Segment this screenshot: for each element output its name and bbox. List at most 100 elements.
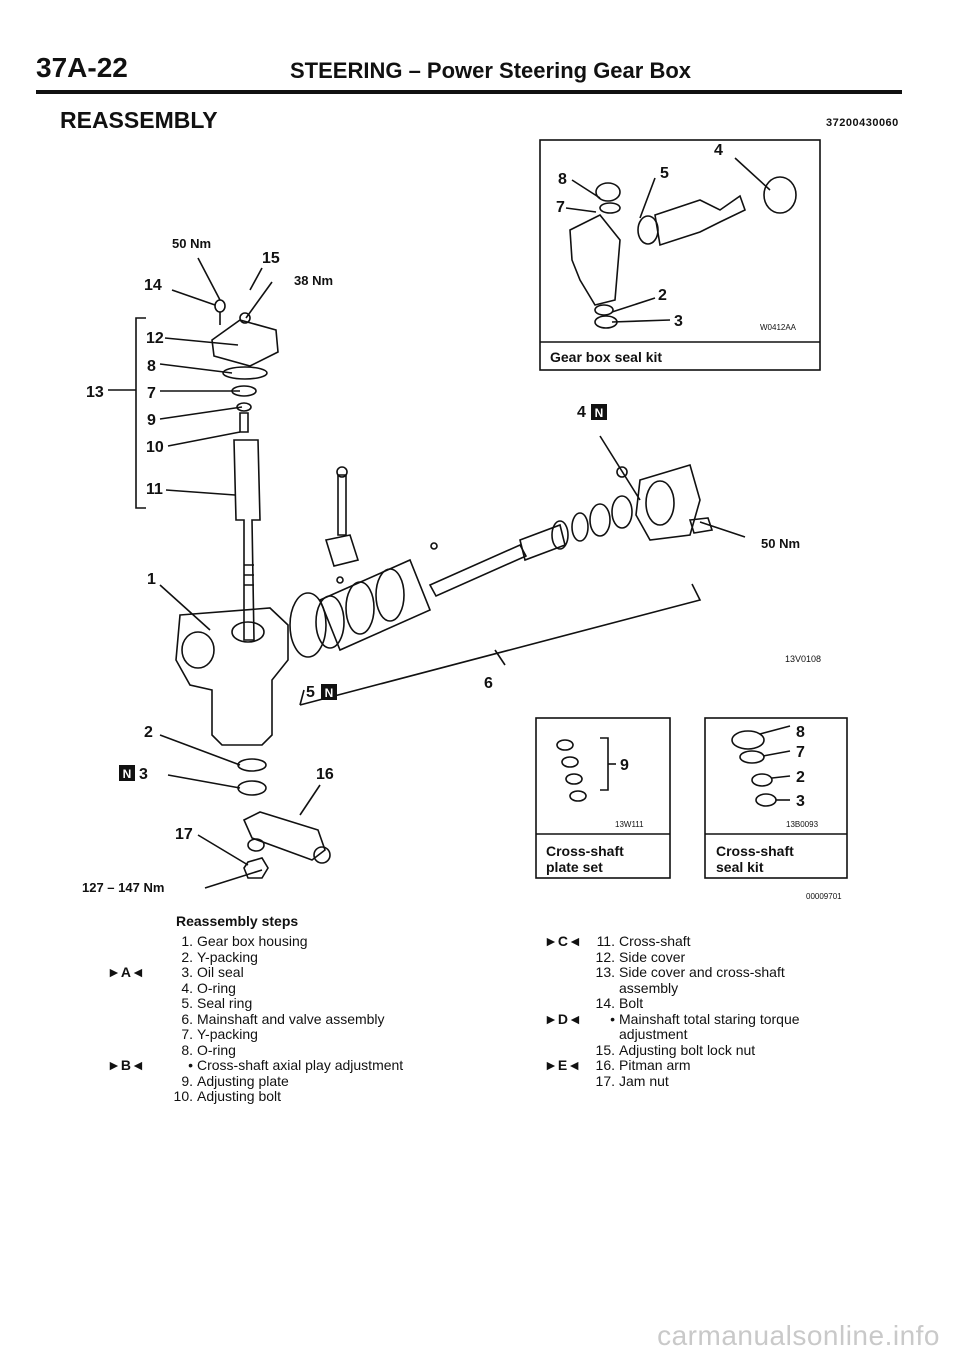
leader-16 [299, 784, 321, 816]
torque-label: 50 Nm [761, 536, 800, 551]
new-part-marker-icon [321, 684, 337, 700]
leader-torque-127 [204, 869, 263, 889]
step-text: O-ring [197, 979, 236, 996]
part-ypacking-2 [237, 758, 267, 772]
part-rack-piston [318, 558, 432, 652]
header-rule [36, 90, 902, 94]
plate-set-label-line1: Cross-shaft [546, 843, 624, 859]
leader-12 [164, 337, 239, 346]
step-text: Y-packing [197, 948, 258, 965]
leader-14 [171, 289, 216, 306]
kit-callout-2: 2 [658, 287, 667, 304]
step-number: 14. [595, 995, 615, 1011]
step-item: 2.Y-packing [181, 948, 497, 966]
part-gear-box-housing-1 [175, 607, 289, 746]
leader-11 [165, 489, 236, 496]
leader-9 [159, 406, 243, 420]
cross-seal-kit-box [704, 717, 848, 879]
part-cross-shaft-11 [233, 439, 261, 641]
step-number: 3. [181, 964, 193, 980]
part-ypacking-7 [231, 385, 257, 397]
leader-10 [167, 431, 241, 447]
step-number: 4. [181, 979, 193, 996]
document-code: 37200430060 [826, 117, 899, 129]
part-ball-guide-bolt [337, 474, 347, 536]
callout-1: 1 [147, 571, 156, 588]
step-item: 5.Seal ring [181, 995, 497, 1012]
step-item: assembly [619, 980, 904, 997]
leader-6-lower [494, 649, 506, 666]
exploded-diagram: N N N 14 15 12 8 13 7 9 10 11 1 2 3 16 1… [82, 139, 848, 901]
page-title: STEERING – Power Steering Gear Box [290, 58, 692, 83]
leader-2 [159, 734, 241, 766]
service-point-marker: ►D◄ [544, 1010, 582, 1027]
callout-3: 3 [139, 766, 148, 783]
callout-16: 16 [316, 766, 334, 783]
step-text: Adjusting bolt [197, 1088, 282, 1104]
part-worm-shaft [428, 543, 528, 598]
service-point-marker: ►E◄ [544, 1057, 582, 1073]
callout-17: 17 [175, 826, 193, 843]
callout-4: 4 [577, 404, 586, 421]
callout-7: 7 [147, 385, 156, 402]
callout-8: 8 [147, 358, 156, 375]
seal-kit-figure-code: W0412AA [760, 323, 797, 332]
step-item: 4.O-ring [181, 979, 497, 997]
new-part-marker-icon [591, 404, 607, 420]
step-item: ►A◄3.Oil seal [107, 964, 497, 981]
step-number: 15. [595, 1041, 615, 1058]
leader-15 [249, 267, 263, 291]
step-number: 1. [181, 933, 193, 949]
leader-torque-top-left [197, 257, 221, 301]
part-adjusting-bolt-10 [239, 412, 249, 433]
step-item: 15.Adjusting bolt lock nut [596, 1041, 904, 1059]
part-oil-seal-3 [237, 780, 267, 796]
step-text: Gear box housing [197, 933, 308, 949]
kit-callout-3: 3 [674, 313, 683, 330]
cross-kit-callout-2: 2 [796, 769, 805, 786]
leader-5 [299, 689, 305, 706]
part-valve-housing-bolt [688, 517, 714, 534]
torque-label: 50 Nm [172, 236, 211, 251]
leader-torque-50 [699, 521, 746, 538]
step-item: ►C◄11.Cross-shaft [544, 933, 904, 950]
step-item: 7.Y-packing [181, 1026, 497, 1043]
service-point-marker: ►A◄ [107, 964, 145, 980]
svg-text:N: N [595, 406, 604, 420]
part-bolt-14 [214, 299, 226, 313]
step-number: 13. [595, 964, 615, 980]
step-text: Side cover [619, 948, 686, 965]
step-number: 2. [181, 948, 193, 965]
kit-callout-4: 4 [714, 142, 723, 159]
callout-14: 14 [144, 277, 162, 294]
leader-1 [159, 584, 211, 631]
step-text: Adjusting bolt lock nut [619, 1041, 756, 1058]
step-number: 16. [595, 1057, 615, 1073]
callout-2: 2 [144, 724, 153, 741]
callout-15: 15 [262, 250, 280, 267]
step-item: 6.Mainshaft and valve assembly [181, 1011, 497, 1028]
main-figure-code: 13V0108 [785, 654, 821, 664]
part-ball-guide [324, 534, 360, 567]
torque-label: 127 – 147 Nm [82, 880, 164, 895]
step-text: Jam nut [619, 1072, 669, 1089]
step-item: 14.Bolt [596, 995, 904, 1012]
service-point-marker: ►C◄ [544, 933, 582, 949]
group-bracket [135, 317, 146, 509]
step-text: Y-packing [197, 1026, 258, 1042]
page-number: 37A-22 [36, 52, 128, 83]
step-text: Pitman arm [619, 1057, 691, 1073]
callout-6: 6 [484, 675, 493, 692]
section-heading: REASSEMBLY [60, 107, 218, 133]
part-oring-4 [616, 466, 628, 478]
step-item: ►E◄ 16.Pitman arm [544, 1057, 904, 1074]
callout-11: 11 [146, 481, 163, 498]
part-adjusting-plate-9 [236, 402, 252, 412]
step-number: 8. [181, 1041, 193, 1058]
step-text: O-ring [197, 1041, 236, 1058]
step-item: 17.Jam nut [596, 1072, 904, 1090]
step-text: Seal ring [197, 995, 253, 1011]
svg-text:N: N [123, 767, 132, 781]
